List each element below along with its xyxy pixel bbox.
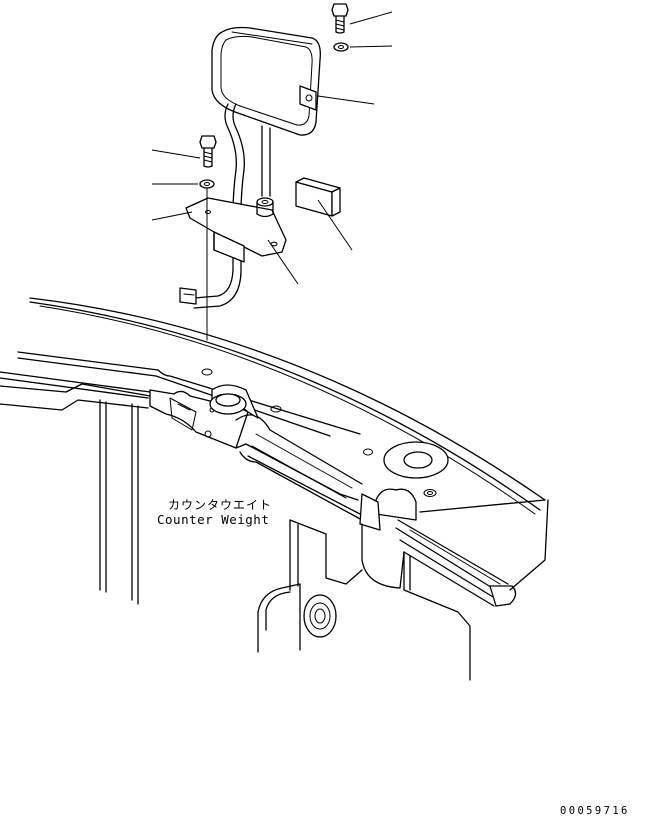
drawing-number: 00059716 (560, 805, 630, 817)
part-label-jp: カウンタウエイト (168, 498, 273, 512)
lower-washer (199, 179, 215, 189)
leader-bolt-lower (151, 149, 201, 159)
work-lamp (211, 26, 321, 197)
leader-washer-top (349, 45, 393, 48)
rubber-pad (295, 177, 341, 217)
counter-weight (0, 297, 549, 681)
top-bolt (331, 3, 349, 34)
leader-bracket (267, 239, 299, 285)
leader-lamp-bracket (317, 95, 375, 105)
leader-bolt-top (349, 11, 393, 25)
part-label-en: Counter Weight (157, 512, 270, 527)
lower-bolt (199, 135, 217, 168)
mount-bracket (185, 187, 287, 376)
top-washer (333, 42, 349, 52)
leader-lines (151, 11, 393, 285)
leader-pad (317, 199, 353, 251)
leader-mount-plate (151, 211, 193, 221)
